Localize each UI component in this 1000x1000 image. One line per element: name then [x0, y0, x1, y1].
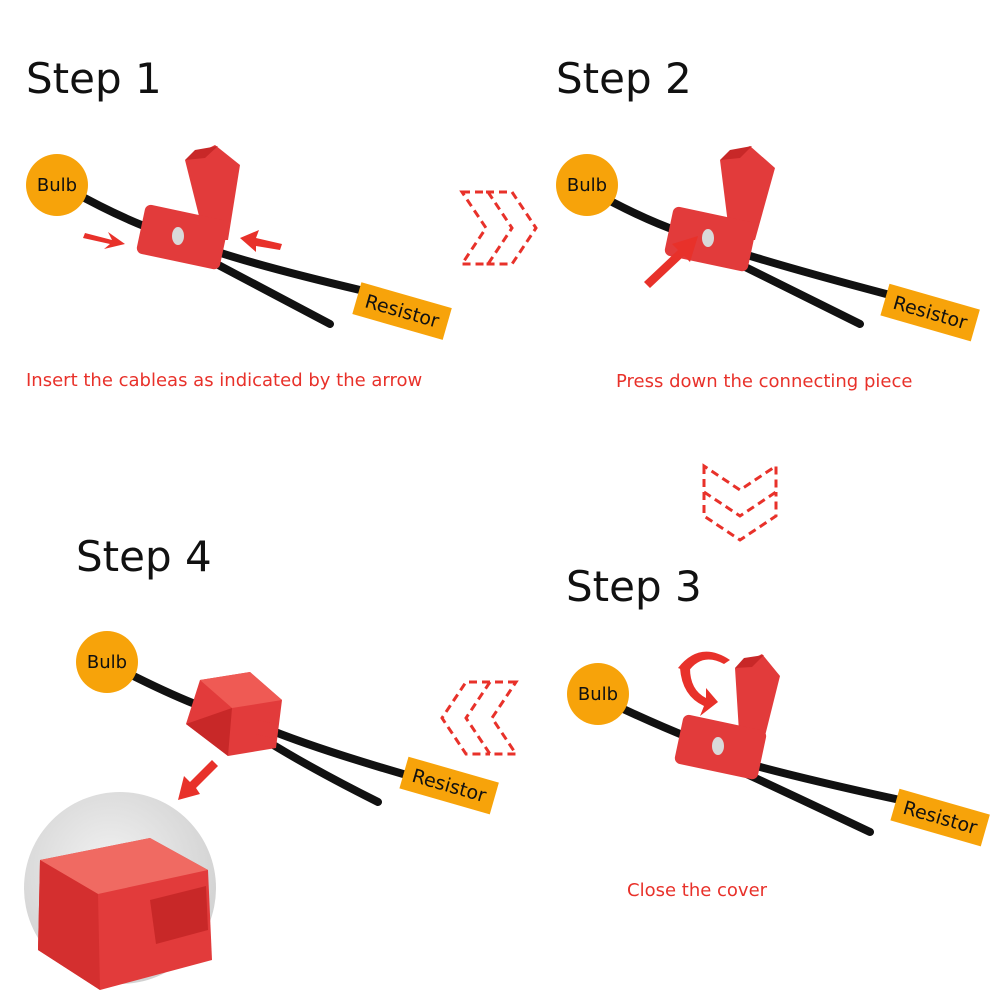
step-4-illustration: Bulb Resistor [24, 631, 499, 990]
bulb-marker: Bulb [76, 631, 138, 693]
chevron-left-icon [440, 680, 519, 756]
step-1-title: Step 1 [26, 54, 162, 103]
connector-closed [186, 672, 282, 756]
connector-open [136, 145, 240, 270]
step-4-title: Step 4 [76, 532, 212, 581]
step-1-caption: Insert the cableas as indicated by the a… [26, 370, 423, 391]
arrow-up-right-icon [644, 236, 698, 288]
bulb-label: Bulb [87, 652, 127, 673]
step-3-caption: Close the cover [627, 880, 768, 901]
step-2-title: Step 2 [556, 54, 692, 103]
bulb-label: Bulb [578, 684, 618, 705]
resistor-marker: Resistor [352, 282, 452, 340]
step-2-caption: Press down the connecting piece [616, 371, 913, 392]
zoom-detail [24, 792, 216, 990]
step-2-illustration: Bulb Resistor [556, 146, 980, 342]
resistor-marker: Resistor [399, 756, 499, 815]
arrow-left-icon [240, 230, 282, 252]
bulb-label: Bulb [37, 175, 77, 196]
connector-closing [674, 654, 780, 780]
curved-arrow-icon [678, 651, 730, 716]
bulb-marker: Bulb [567, 663, 629, 725]
step-3-title: Step 3 [566, 562, 702, 611]
resistor-marker: Resistor [890, 788, 990, 847]
chevron-down-icon [702, 463, 778, 542]
step-1-illustration: Bulb Resistor [26, 145, 452, 340]
arrow-right-icon [83, 232, 125, 249]
bulb-label: Bulb [567, 175, 607, 196]
bulb-marker: Bulb [556, 154, 618, 216]
chevron-right-icon [459, 190, 538, 266]
resistor-marker: Resistor [880, 283, 980, 342]
bulb-marker: Bulb [26, 154, 88, 216]
step-3-illustration: Bulb Resistor [567, 651, 990, 847]
arrow-down-left-icon [178, 760, 218, 800]
